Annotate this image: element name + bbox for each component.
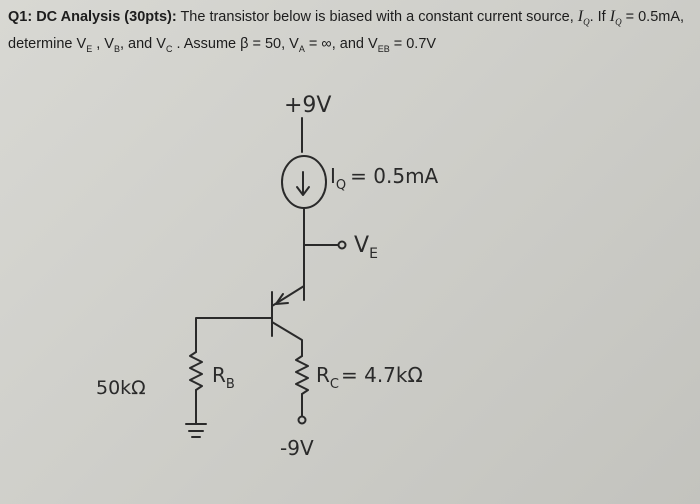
question-text-1: The transistor below is biased with a co… bbox=[176, 9, 578, 25]
ground-icon bbox=[185, 423, 207, 438]
current-label: IQ= 0.5mA bbox=[330, 164, 439, 193]
supply-bottom-label: -9V bbox=[280, 436, 314, 460]
question-title: DC Analysis (30pts): bbox=[36, 9, 177, 25]
iq-symbol-2: IQ bbox=[609, 8, 622, 28]
question-line-1: Q1: DC Analysis (30pts): The transistor … bbox=[8, 6, 692, 33]
question-text-2: . If bbox=[589, 9, 610, 25]
rb-value-label: 50kΩ bbox=[96, 377, 146, 399]
iq-symbol: IQ bbox=[577, 8, 590, 28]
question-number: Q1: bbox=[8, 9, 33, 25]
rb-resistor bbox=[189, 351, 203, 391]
question-line-2: determine VE , VB, and VC . Assume β = 5… bbox=[8, 36, 437, 55]
emitter-arrow-icon bbox=[275, 293, 289, 305]
ve-label: VE bbox=[354, 233, 378, 262]
transistor-collector-lead bbox=[271, 321, 303, 357]
minus-9v-terminal bbox=[297, 415, 307, 425]
rb-label: RB bbox=[212, 363, 235, 392]
rc-resistor bbox=[295, 355, 309, 395]
question-text-3: = 0.5mA, bbox=[621, 9, 685, 25]
rc-label: RC= 4.7kΩ bbox=[316, 363, 423, 392]
ve-terminal bbox=[337, 240, 347, 250]
question-text: Q1: DC Analysis (30pts): The transistor … bbox=[8, 6, 692, 60]
current-arrow-icon bbox=[296, 171, 310, 196]
wire-base bbox=[195, 317, 273, 353]
supply-top-label: +9V bbox=[284, 93, 331, 118]
